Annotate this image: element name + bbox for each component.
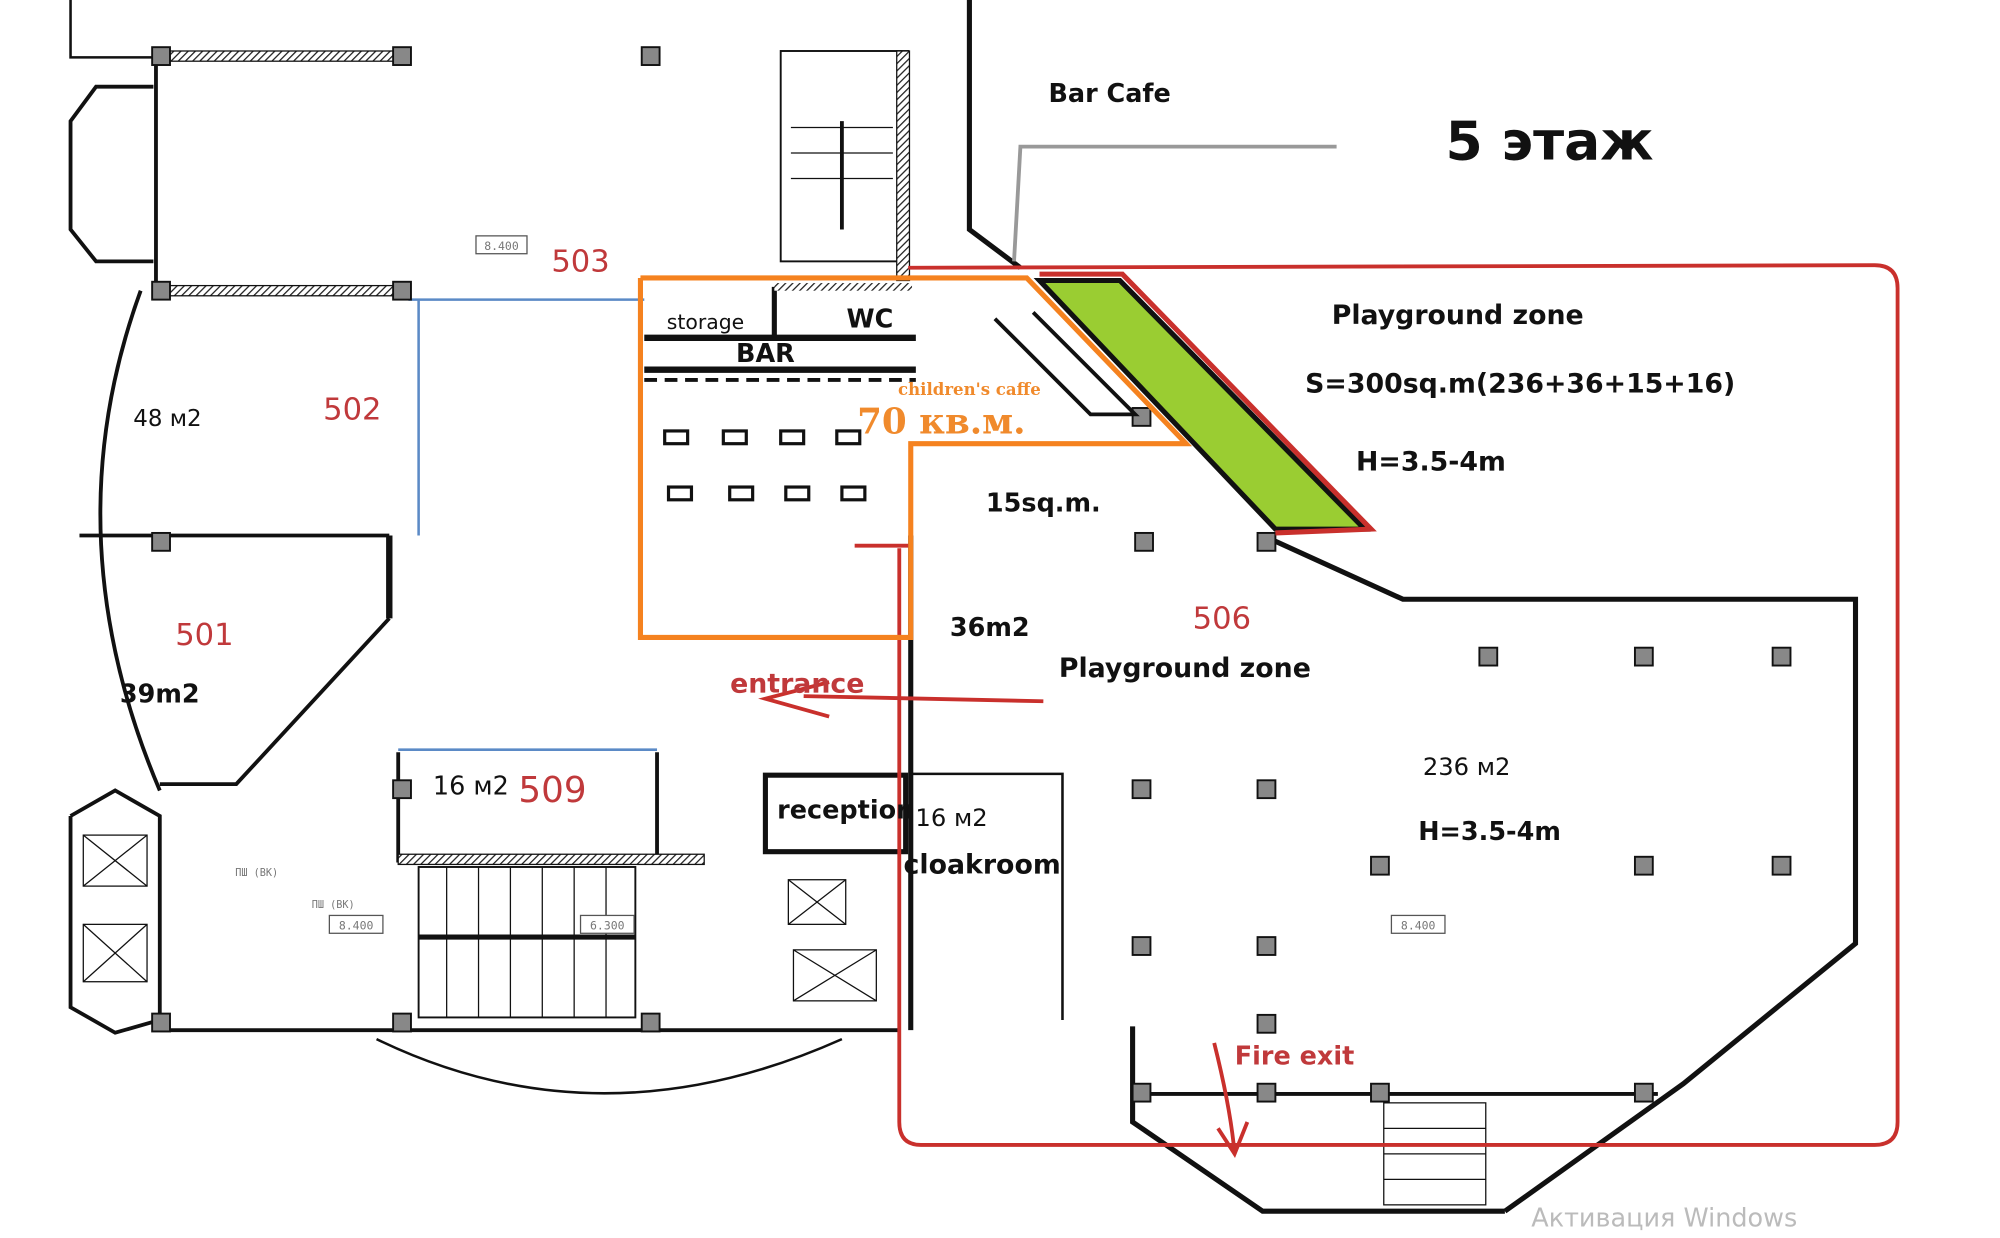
level-marks: 8.400 8.400 6.300 8.400 ПШ (ВК) ПШ (ВК) [235, 235, 1446, 934]
childrens-cafe-area: 70 кв.м. [857, 400, 1026, 442]
area-15: 15sq.m. [986, 488, 1101, 518]
stairs-fire-exit [1383, 1102, 1487, 1206]
area-236: 236 м2 [1423, 753, 1511, 781]
bar-cafe-label: Bar Cafe [1048, 79, 1170, 109]
level-mark: 6.300 [590, 918, 625, 932]
slide-lines [993, 311, 1140, 417]
room-number-509: 509 [518, 770, 586, 811]
reception-label: reception [777, 796, 914, 826]
cloakroom-label: cloakroom [904, 849, 1061, 880]
playground-zone-title: Playground zone [1332, 300, 1584, 331]
level-mark: 8.400 [484, 239, 519, 253]
area-502: 48 м2 [133, 406, 201, 432]
entrance-arrow [758, 680, 1044, 719]
area-cloakroom: 16 м2 [915, 804, 987, 832]
level-mark: 8.400 [339, 918, 374, 932]
windows-activation-watermark: Активация Windows [1531, 1204, 1797, 1234]
shaft-label: ПШ (ВК) [312, 900, 355, 911]
bar-label: BAR [736, 339, 795, 369]
fire-exit-label: Fire exit [1235, 1042, 1355, 1072]
stairs-lower [417, 866, 637, 1019]
height-236: H=3.5-4m [1418, 817, 1561, 847]
childrens-cafe-outline [637, 275, 1193, 641]
storage-label: storage [667, 310, 744, 334]
playground-area-formula: S=300sq.m(236+36+15+16) [1305, 369, 1735, 400]
room-number-503: 503 [551, 245, 609, 280]
cafe-tables [663, 429, 867, 502]
playground-zone-label: Playground zone [1059, 653, 1311, 684]
room-number-506: 506 [1193, 602, 1251, 637]
room-number-502: 502 [323, 392, 381, 427]
playground-height: H=3.5-4m [1356, 446, 1506, 477]
area-509: 16 м2 [433, 771, 509, 801]
level-mark: 8.400 [1401, 918, 1436, 932]
columns [151, 46, 1792, 1103]
wc-label: WC [847, 305, 894, 335]
stairs-upper [779, 50, 911, 282]
fire-exit-arrow [1212, 1042, 1250, 1158]
childrens-cafe-label: children's caffe [898, 379, 1041, 399]
entrance-label: entrance [730, 668, 864, 699]
building-walls [68, 0, 1859, 1214]
area-36: 36m2 [950, 613, 1030, 643]
shaft-label: ПШ (ВК) [235, 868, 278, 879]
area-501: 39m2 [120, 680, 200, 710]
floor-title: 5 этаж [1445, 109, 1653, 172]
playground-zone-outline [897, 263, 1900, 1147]
room-number-501: 501 [175, 618, 233, 653]
